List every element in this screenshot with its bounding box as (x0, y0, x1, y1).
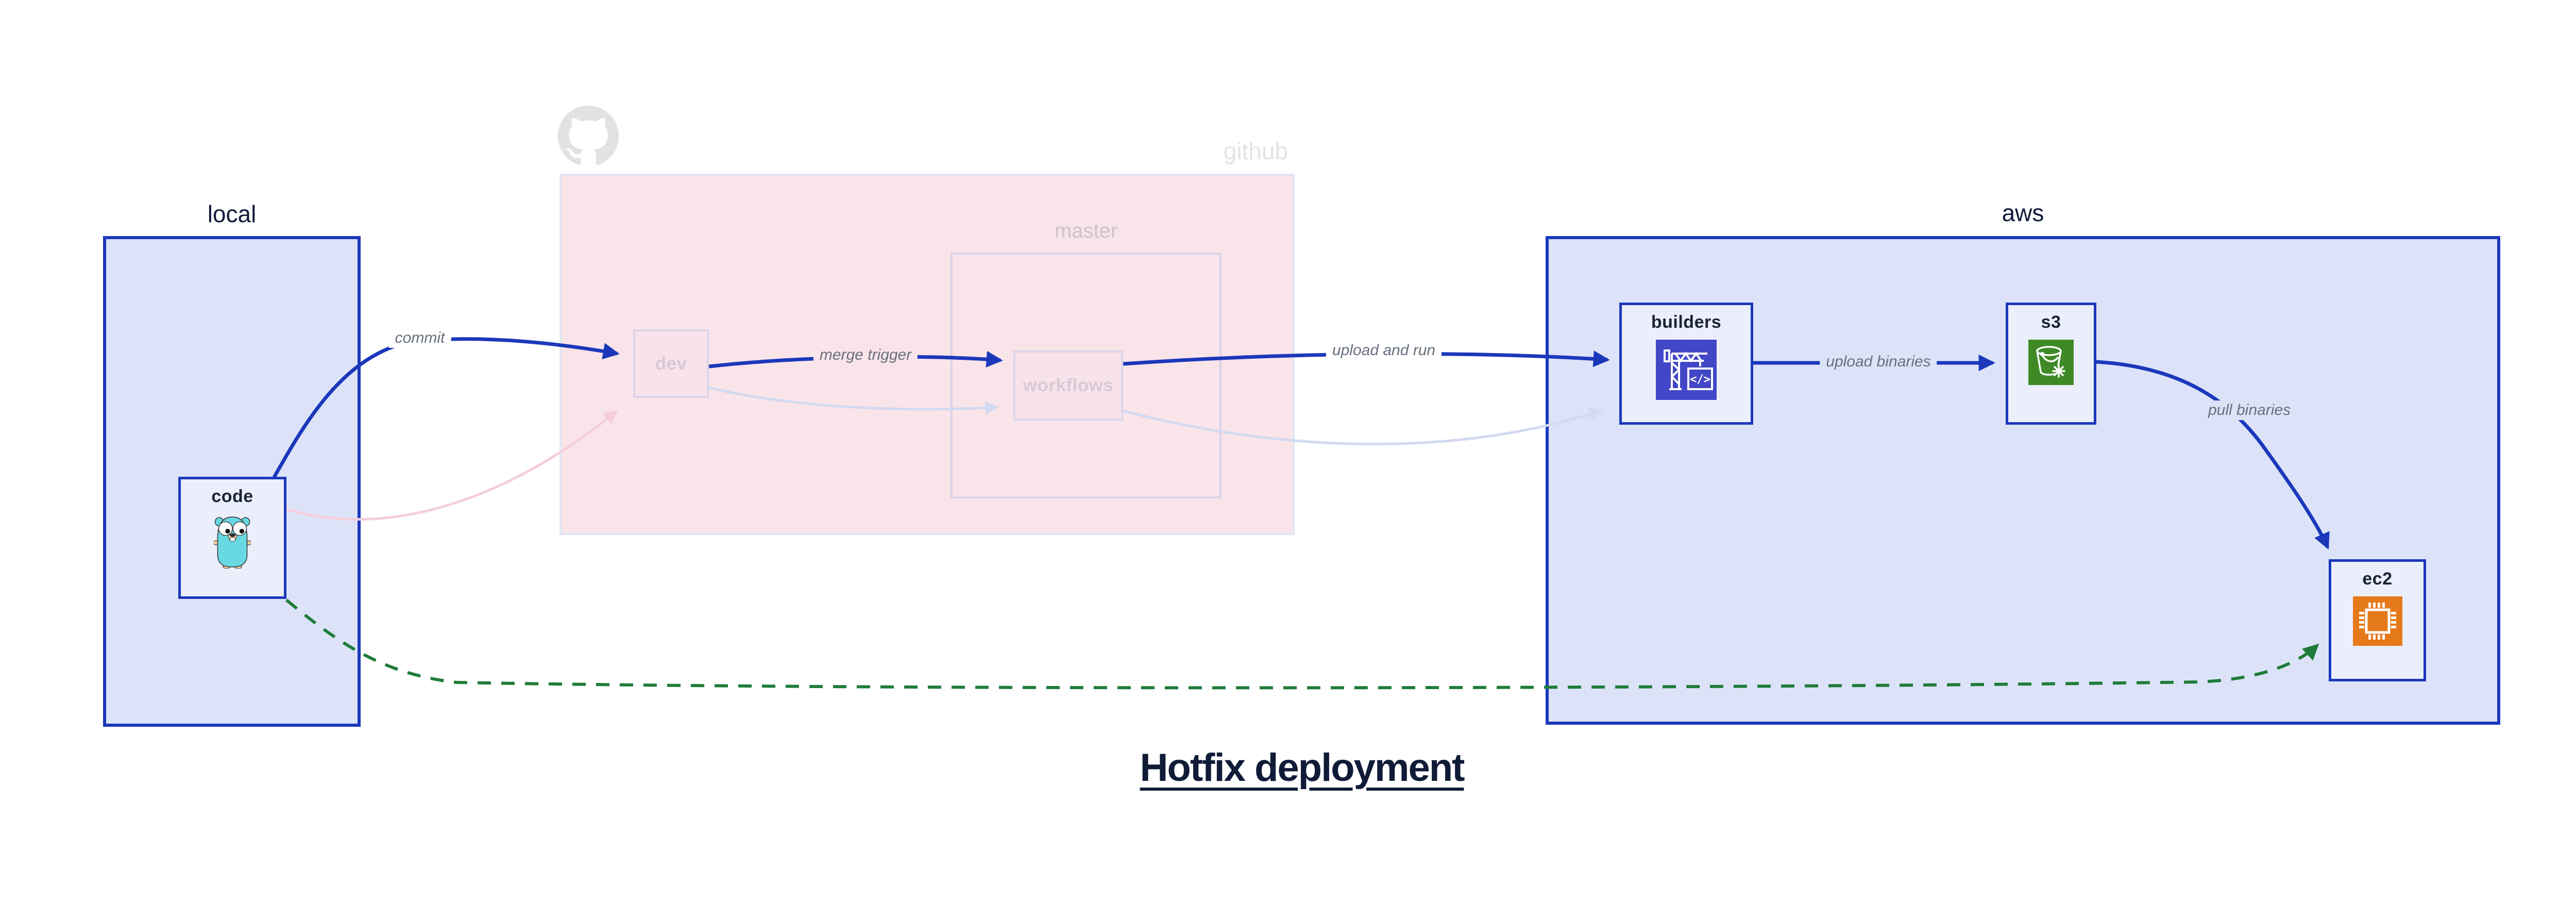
cluster-label-github: github (1223, 138, 1288, 164)
node-code: code (178, 477, 286, 599)
node-workflows-label: workflows (1023, 375, 1114, 395)
codebuild-crane-icon: </> (1656, 340, 1717, 403)
cluster-label-aws: aws (2002, 199, 2044, 226)
edge-label-merge-trigger: merge trigger (813, 345, 918, 365)
node-s3: s3 (2006, 303, 2096, 425)
diagram-title: Hotfix deployment (1140, 746, 1465, 790)
node-ec2: ec2 (2329, 559, 2426, 681)
node-ec2-label: ec2 (2362, 569, 2393, 589)
node-builders: builders </> (1619, 303, 1753, 425)
cluster-master (951, 253, 1222, 498)
svg-text:</>: </> (1690, 373, 1710, 386)
node-s3-label: s3 (2041, 312, 2061, 332)
edge-label-pull-binaries: pull binaries (2201, 400, 2297, 420)
go-gopher-icon (213, 514, 252, 571)
node-workflows: workflows (1013, 350, 1123, 421)
cluster-label-master: master (1054, 220, 1118, 242)
edge-label-upload-binaries: upload binaries (1820, 352, 1937, 372)
s3-glacier-bucket-icon (2028, 340, 2074, 388)
ec2-chip-icon (2352, 596, 2402, 648)
node-code-label: code (211, 487, 253, 506)
cluster-label-local: local (207, 201, 257, 227)
edge-label-upload-and-run: upload and run (1326, 341, 1442, 360)
node-dev-label: dev (655, 353, 687, 374)
node-dev: dev (633, 329, 709, 398)
github-octocat-icon (557, 106, 619, 166)
edge-label-commit: commit (388, 328, 451, 348)
node-builders-label: builders (1651, 312, 1722, 332)
